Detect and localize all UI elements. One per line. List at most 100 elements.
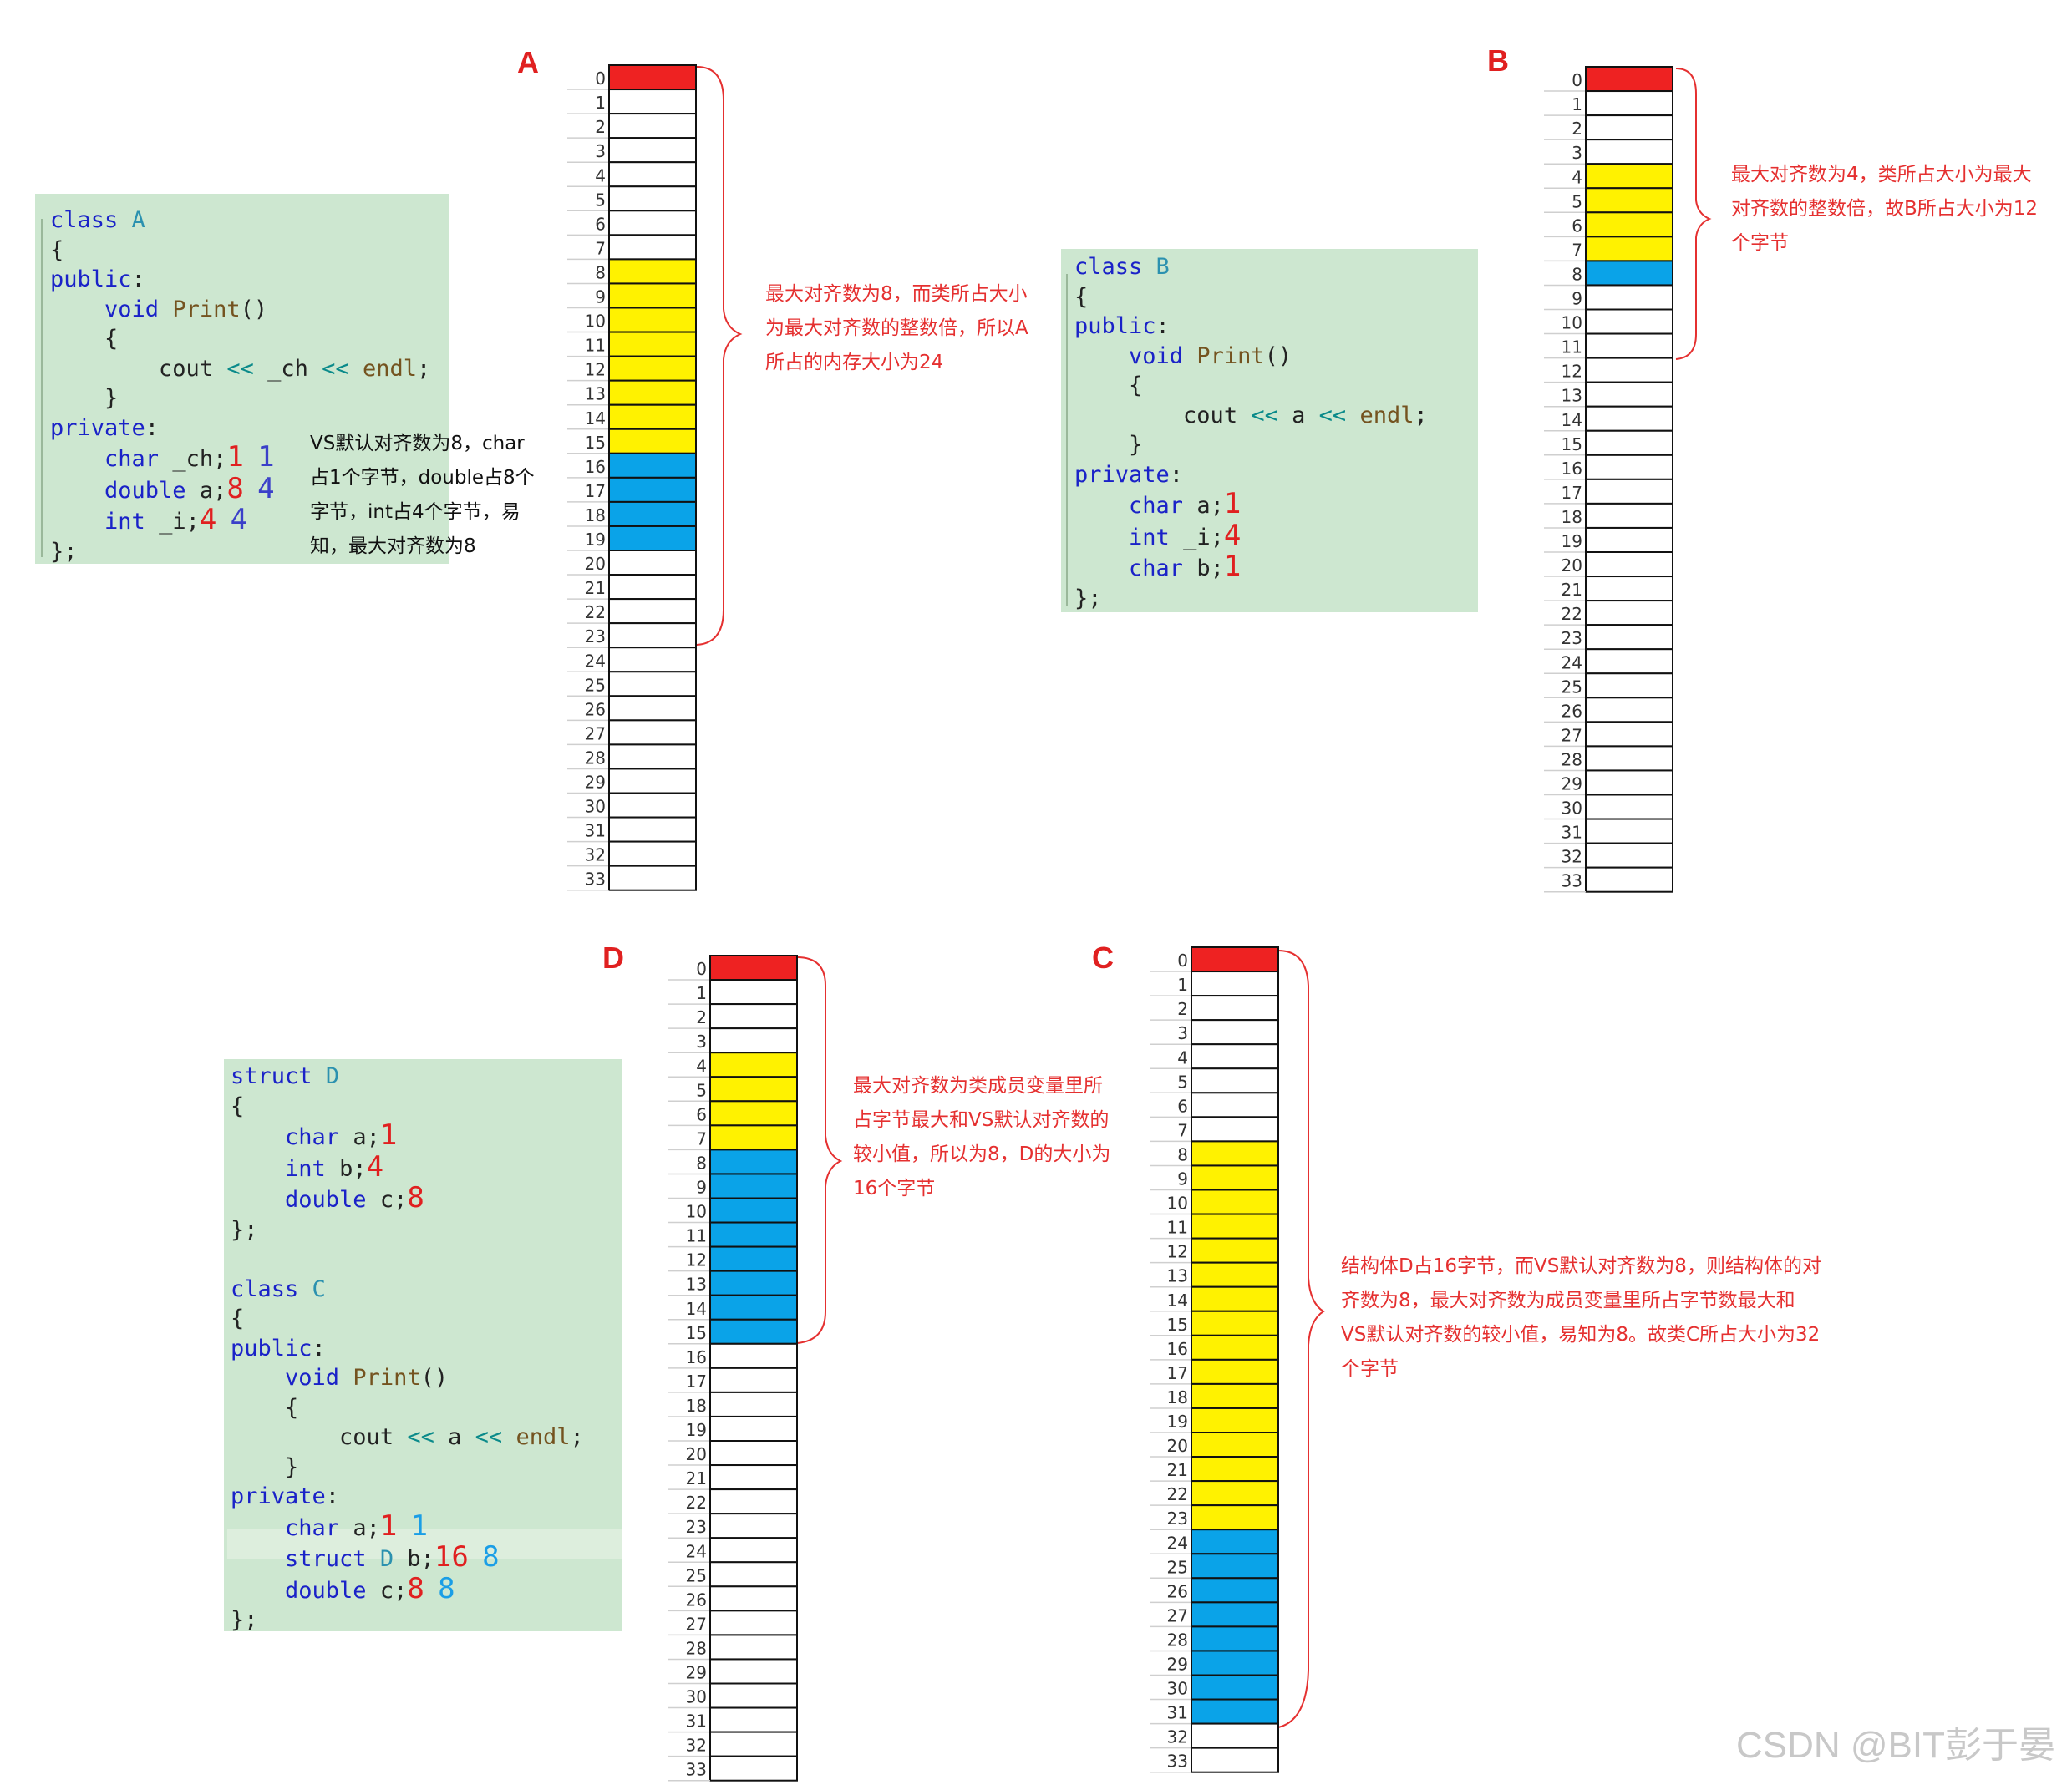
byte-cell xyxy=(1585,405,1673,432)
byte-index-label: 9 xyxy=(1177,1169,1188,1189)
byte-cell xyxy=(1191,1456,1279,1483)
byte-cell xyxy=(1191,1650,1279,1676)
code-guide-b xyxy=(1066,274,1068,606)
byte-cell xyxy=(1585,236,1673,262)
byte-index-label: 10 xyxy=(1167,1194,1188,1214)
byte-index-label: 10 xyxy=(1562,313,1582,333)
byte-index-label: 6 xyxy=(1177,1096,1188,1116)
byte-cell xyxy=(1191,1577,1279,1604)
byte-cell xyxy=(608,64,697,91)
byte-cell xyxy=(709,979,798,1006)
byte-index-label: 31 xyxy=(686,1711,707,1732)
byte-cell xyxy=(1585,66,1673,93)
byte-cell xyxy=(1191,1529,1279,1555)
byte-index-label: 6 xyxy=(696,1104,707,1124)
byte-cell xyxy=(1585,260,1673,287)
byte-cell xyxy=(608,743,697,770)
byte-index-label: 12 xyxy=(1167,1242,1188,1262)
byte-cell xyxy=(1191,1407,1279,1433)
byte-index-label: 3 xyxy=(595,141,606,161)
byte-index-label: 14 xyxy=(1167,1291,1188,1311)
byte-cell xyxy=(1585,308,1673,335)
byte-index-label: 26 xyxy=(585,699,606,719)
byte-cell xyxy=(709,1706,798,1733)
byte-index-label: 2 xyxy=(595,117,606,137)
byte-cell xyxy=(608,307,697,333)
byte-cell xyxy=(1191,1504,1279,1531)
byte-cell xyxy=(1191,1237,1279,1264)
byte-index-label: 19 xyxy=(1167,1412,1188,1432)
byte-index-label: 1 xyxy=(595,93,606,113)
byte-index-label: 32 xyxy=(1167,1727,1188,1747)
byte-cell xyxy=(1191,1747,1279,1773)
note-b: 最大对齐数为4，类所占大小为最大 对齐数的整数倍，故B所占大小为12 个字节 xyxy=(1731,164,2039,254)
byte-index-label: 24 xyxy=(585,651,606,671)
byte-index-label: 29 xyxy=(585,773,606,793)
byte-index-label: 9 xyxy=(1572,289,1582,309)
byte-cell xyxy=(608,525,697,552)
byte-cell xyxy=(1585,163,1673,190)
label-d: D xyxy=(602,941,624,975)
byte-cell xyxy=(709,1027,798,1054)
byte-cell xyxy=(1585,139,1673,165)
byte-cell xyxy=(1191,995,1279,1022)
byte-cell xyxy=(608,695,697,722)
byte-cell xyxy=(1191,1164,1279,1191)
byte-index-label: 13 xyxy=(1562,386,1582,406)
byte-index-label: 19 xyxy=(585,530,606,550)
byte-index-label: 4 xyxy=(696,1056,707,1076)
memory-strip-a: 0123456789101112131415161718192021222324… xyxy=(567,64,697,891)
byte-cell xyxy=(1585,502,1673,529)
code-block-class-b xyxy=(1061,249,1478,612)
byte-cell xyxy=(1585,624,1673,651)
byte-index-label: 15 xyxy=(1167,1315,1188,1335)
note-c: 结构体D占16字节，而VS默认对齐数为8，则结构体的对 齐数为8，最大对齐数为成… xyxy=(1341,1255,1821,1380)
byte-index-label: 21 xyxy=(1562,580,1582,600)
byte-cell xyxy=(709,1124,798,1151)
byte-index-label: 16 xyxy=(1562,459,1582,479)
byte-index-label: 30 xyxy=(686,1687,707,1707)
byte-index-label: 0 xyxy=(1572,70,1582,90)
highlighted-line xyxy=(227,1529,622,1559)
byte-cell xyxy=(1191,1092,1279,1118)
byte-cell xyxy=(1191,1722,1279,1749)
byte-index-label: 28 xyxy=(1167,1630,1188,1650)
byte-cell xyxy=(1191,1285,1279,1312)
byte-cell xyxy=(608,840,697,867)
note-a: 最大对齐数为8，而类所占大小 为最大对齐数的整数倍，所以A 所占的内存大小为24 xyxy=(765,283,1028,373)
byte-index-label: 4 xyxy=(595,165,606,185)
byte-index-label: 28 xyxy=(585,748,606,768)
byte-index-label: 0 xyxy=(595,68,606,89)
byte-index-label: 26 xyxy=(686,1590,707,1610)
byte-cell xyxy=(709,1731,798,1757)
byte-index-label: 19 xyxy=(686,1420,707,1440)
byte-index-label: 11 xyxy=(1562,337,1582,357)
byte-index-label: 11 xyxy=(686,1226,707,1246)
byte-cell xyxy=(1191,1358,1279,1385)
byte-index-label: 30 xyxy=(1562,799,1582,819)
byte-cell xyxy=(608,452,697,479)
byte-cell xyxy=(709,1755,798,1782)
byte-index-label: 1 xyxy=(696,983,707,1003)
byte-cell xyxy=(608,234,697,261)
byte-index-label: 25 xyxy=(1167,1557,1188,1577)
byte-cell xyxy=(608,647,697,673)
byte-cell xyxy=(608,113,697,139)
byte-index-label: 31 xyxy=(1562,823,1582,843)
byte-index-label: 14 xyxy=(686,1299,707,1319)
memory-strip-b: 0123456789101112131415161718192021222324… xyxy=(1544,66,1673,893)
byte-cell xyxy=(1585,648,1673,675)
byte-index-label: 2 xyxy=(696,1007,707,1027)
byte-index-label: 30 xyxy=(585,797,606,817)
byte-index-label: 18 xyxy=(585,505,606,525)
byte-cell xyxy=(1191,1043,1279,1070)
byte-index-label: 27 xyxy=(686,1614,707,1634)
byte-index-label: 2 xyxy=(1177,999,1188,1019)
byte-cell xyxy=(709,1100,798,1127)
byte-index-label: 17 xyxy=(1562,483,1582,503)
byte-index-label: 22 xyxy=(585,602,606,622)
byte-cell xyxy=(709,1561,798,1588)
code-struct-d-class-c: struct D { char a;1 int b;4 double c;8 }… xyxy=(231,1063,584,1633)
byte-index-label: 7 xyxy=(595,238,606,258)
